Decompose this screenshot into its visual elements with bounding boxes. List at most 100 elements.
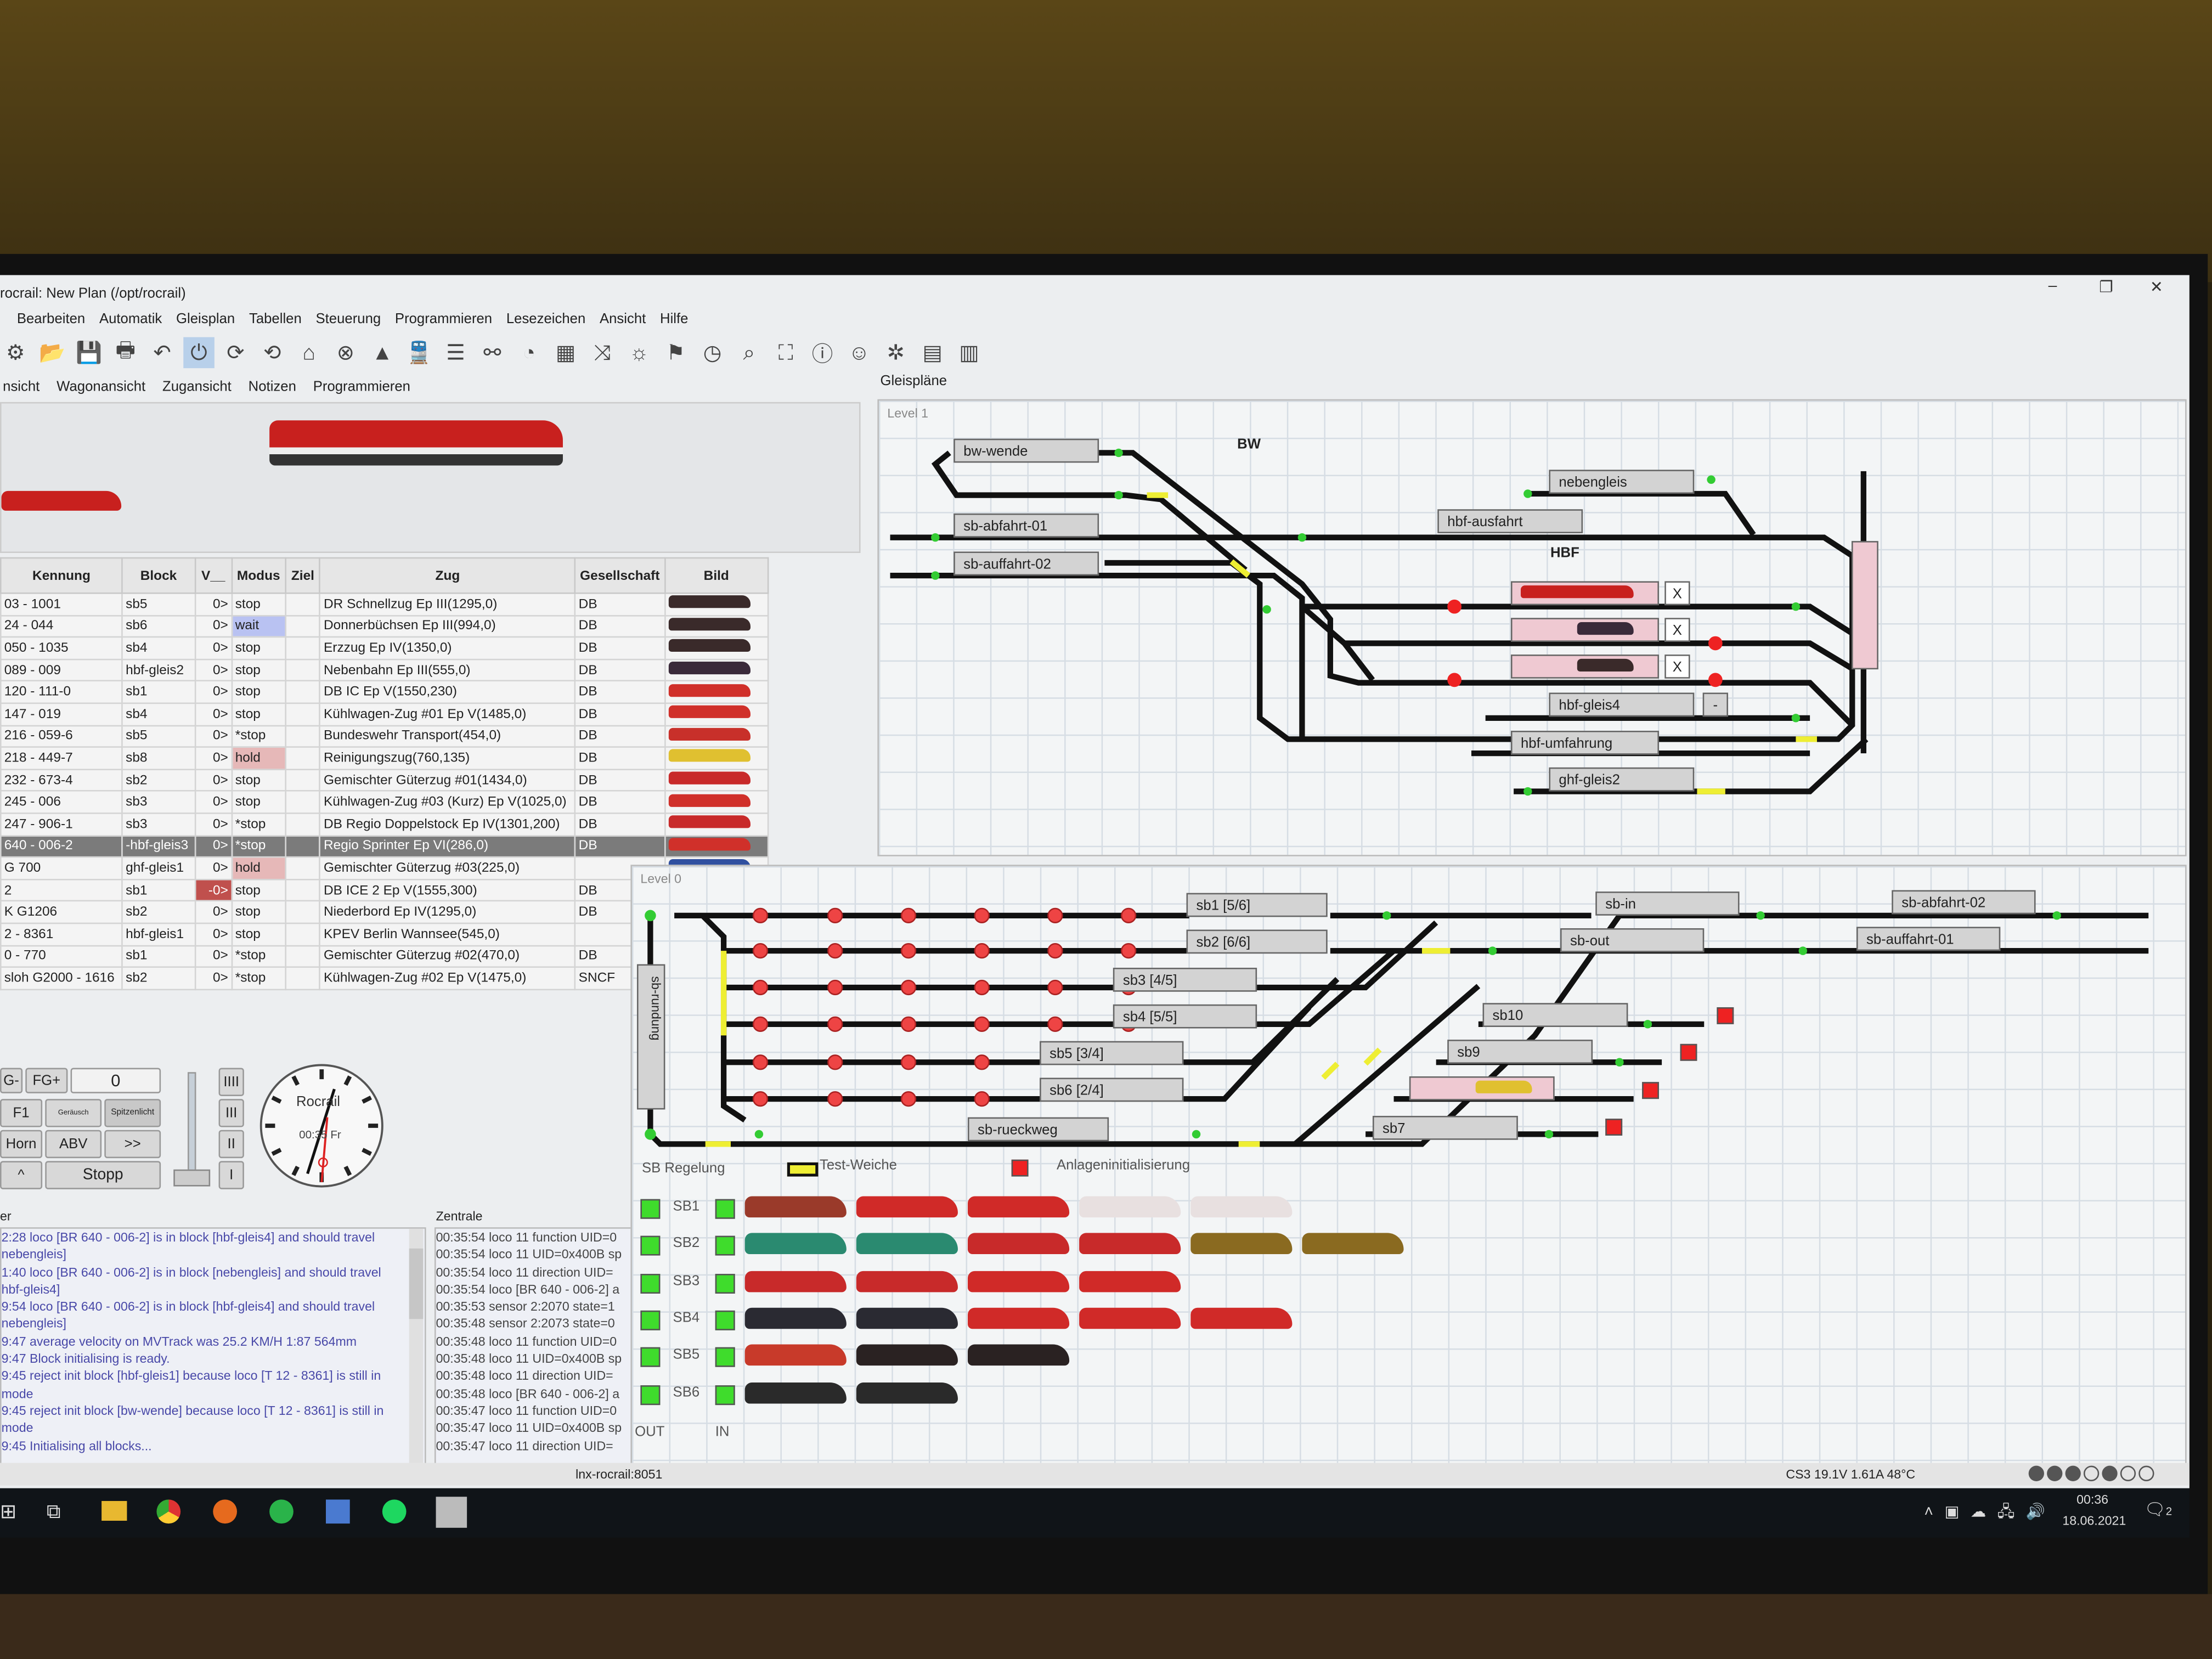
block-bw-wende[interactable]: bw-wende: [953, 438, 1099, 463]
signal-red-icon[interactable]: [752, 1091, 769, 1107]
info-icon[interactable]: ⓘ: [811, 342, 833, 366]
bug-icon[interactable]: ✲: [887, 341, 905, 365]
block-hbf-gleis2[interactable]: [1510, 618, 1659, 642]
step-1-button[interactable]: I: [218, 1161, 244, 1189]
column-header-zug[interactable]: Zug: [319, 557, 576, 594]
rotate-ccw-icon[interactable]: ⟲: [263, 341, 281, 365]
signal-red-icon[interactable]: [1120, 943, 1137, 959]
signal-red-icon[interactable]: [900, 907, 917, 923]
link-icon[interactable]: ⚯: [483, 341, 501, 365]
flag-icon[interactable]: ⚑: [666, 341, 685, 365]
menu-automatik[interactable]: Automatik: [99, 312, 162, 328]
signal-red-icon[interactable]: [752, 907, 769, 923]
sb-in-toggle[interactable]: [715, 1273, 735, 1293]
block-sb-rueckweg[interactable]: sb-rueckweg: [967, 1117, 1109, 1142]
tab-gleisplaene[interactable]: Gleispläne: [880, 374, 947, 390]
signal-red-icon[interactable]: [974, 907, 990, 923]
tab-programmieren[interactable]: Programmieren: [313, 379, 410, 395]
light-icon[interactable]: ☼: [629, 340, 649, 365]
shuffle-icon[interactable]: ⤨: [594, 340, 611, 365]
menu-hilfe[interactable]: Hilfe: [660, 312, 689, 328]
sb-in-toggle[interactable]: [715, 1384, 735, 1404]
signal-red-icon[interactable]: [900, 1091, 917, 1107]
log-scrollbar[interactable]: [409, 1228, 424, 1466]
chrome-icon[interactable]: [156, 1499, 181, 1524]
undo-icon[interactable]: ↶: [153, 341, 171, 365]
block-hbf-gleis4[interactable]: hbf-gleis4: [1549, 692, 1695, 717]
signal-red-icon[interactable]: [827, 943, 843, 959]
block-sb3[interactable]: sb3 [4/5]: [1113, 967, 1257, 992]
signal-red-icon[interactable]: [974, 943, 990, 959]
block-sb-auffahrt-01[interactable]: sb-auffahrt-01: [1856, 927, 2001, 951]
block-sb7[interactable]: sb7: [1372, 1115, 1518, 1140]
column-header-v[interactable]: V__: [194, 557, 233, 594]
fg-plus-button[interactable]: FG+: [25, 1068, 68, 1093]
notification-icon[interactable]: 🗨2: [2144, 1499, 2172, 1520]
signal-red-icon[interactable]: [1047, 943, 1063, 959]
block-sb8-status-icon[interactable]: [1642, 1082, 1659, 1099]
message-log[interactable]: 2:28 loco [BR 640 - 006-2] is in block […: [0, 1227, 426, 1470]
signal-red-icon[interactable]: [827, 1054, 843, 1070]
restore-button[interactable]: ❐: [2099, 279, 2113, 296]
block-nebengleis[interactable]: nebengleis: [1549, 470, 1695, 494]
warning-icon[interactable]: ▲: [371, 340, 393, 365]
block-sb-auffahrt-02[interactable]: sb-auffahrt-02: [953, 551, 1099, 576]
menu-gleisplan[interactable]: Gleisplan: [176, 312, 235, 328]
block-sb-abfahrt-02[interactable]: sb-abfahrt-02: [1892, 890, 2036, 915]
signal-red-icon[interactable]: [1047, 1016, 1063, 1032]
signal-red-icon[interactable]: [900, 943, 917, 959]
whatsapp-icon[interactable]: [269, 1499, 294, 1524]
signal-red-icon[interactable]: [1047, 907, 1063, 923]
menu-ansicht[interactable]: Ansicht: [599, 312, 646, 328]
sb-out-toggle[interactable]: [640, 1273, 661, 1293]
remote-desktop-icon[interactable]: [325, 1499, 350, 1524]
signal-red-icon[interactable]: [974, 1016, 990, 1032]
block-sb4[interactable]: sb4 [5/5]: [1113, 1004, 1257, 1029]
signal-red-icon[interactable]: [900, 1054, 917, 1070]
sb-in-toggle[interactable]: [715, 1199, 735, 1219]
geraeusch-button[interactable]: Geräusch: [45, 1099, 102, 1127]
document-icon[interactable]: ▤: [922, 341, 943, 365]
block-sb-rundung[interactable]: sb-rundung: [648, 976, 663, 1041]
signal-red-icon[interactable]: [752, 979, 769, 996]
level0-track-plan[interactable]: Level 0 sb-rundung sb1 [5/6] sb2 [6/6] s…: [630, 865, 2187, 1466]
column-header-modus[interactable]: Modus: [230, 557, 286, 594]
locomotive-icon[interactable]: 🚆: [405, 341, 432, 365]
step-2-button[interactable]: II: [218, 1130, 244, 1159]
speed-slider[interactable]: [187, 1072, 196, 1185]
zoom-icon[interactable]: ⌕: [743, 340, 755, 365]
grid-icon[interactable]: ▦: [555, 341, 576, 365]
signal-red-icon[interactable]: [827, 1016, 843, 1032]
signal-red-icon[interactable]: [752, 943, 769, 959]
block-ghf-gleis2[interactable]: ghf-gleis2: [1549, 767, 1695, 792]
clipboard-icon[interactable]: ▥: [959, 341, 979, 365]
column-header-kennung[interactable]: Kennung: [0, 557, 123, 594]
signal-red-icon[interactable]: [900, 1016, 917, 1032]
open-folder-icon[interactable]: 📂: [39, 341, 66, 365]
save-icon[interactable]: 💾: [75, 341, 103, 365]
block-hbf-gleis3[interactable]: [1510, 654, 1659, 679]
menu-programmieren[interactable]: Programmieren: [394, 312, 493, 328]
forward-button[interactable]: >>: [104, 1130, 161, 1159]
test-weiche-icon[interactable]: [787, 1162, 819, 1177]
sb-out-toggle[interactable]: [640, 1310, 661, 1330]
signal-red-icon[interactable]: [827, 1091, 843, 1107]
rotate-cw-icon[interactable]: ⟳: [227, 341, 245, 365]
fullscreen-icon[interactable]: ⛶: [778, 340, 793, 365]
speed-slider-handle[interactable]: [173, 1169, 211, 1187]
fg-minus-button[interactable]: G-: [0, 1068, 23, 1093]
clock-icon[interactable]: ◷: [703, 341, 722, 365]
abv-button[interactable]: ABV: [45, 1130, 102, 1159]
signal-red-icon[interactable]: [752, 1054, 769, 1070]
column-header-gesellschaft[interactable]: Gesellschaft: [574, 557, 665, 594]
spitzenlicht-button[interactable]: Spitzenlicht: [104, 1099, 161, 1127]
block-sb10-status-icon[interactable]: [1717, 1007, 1734, 1024]
tab-wagonansicht[interactable]: Wagonansicht: [57, 379, 146, 395]
signal-red-icon[interactable]: [752, 1016, 769, 1032]
